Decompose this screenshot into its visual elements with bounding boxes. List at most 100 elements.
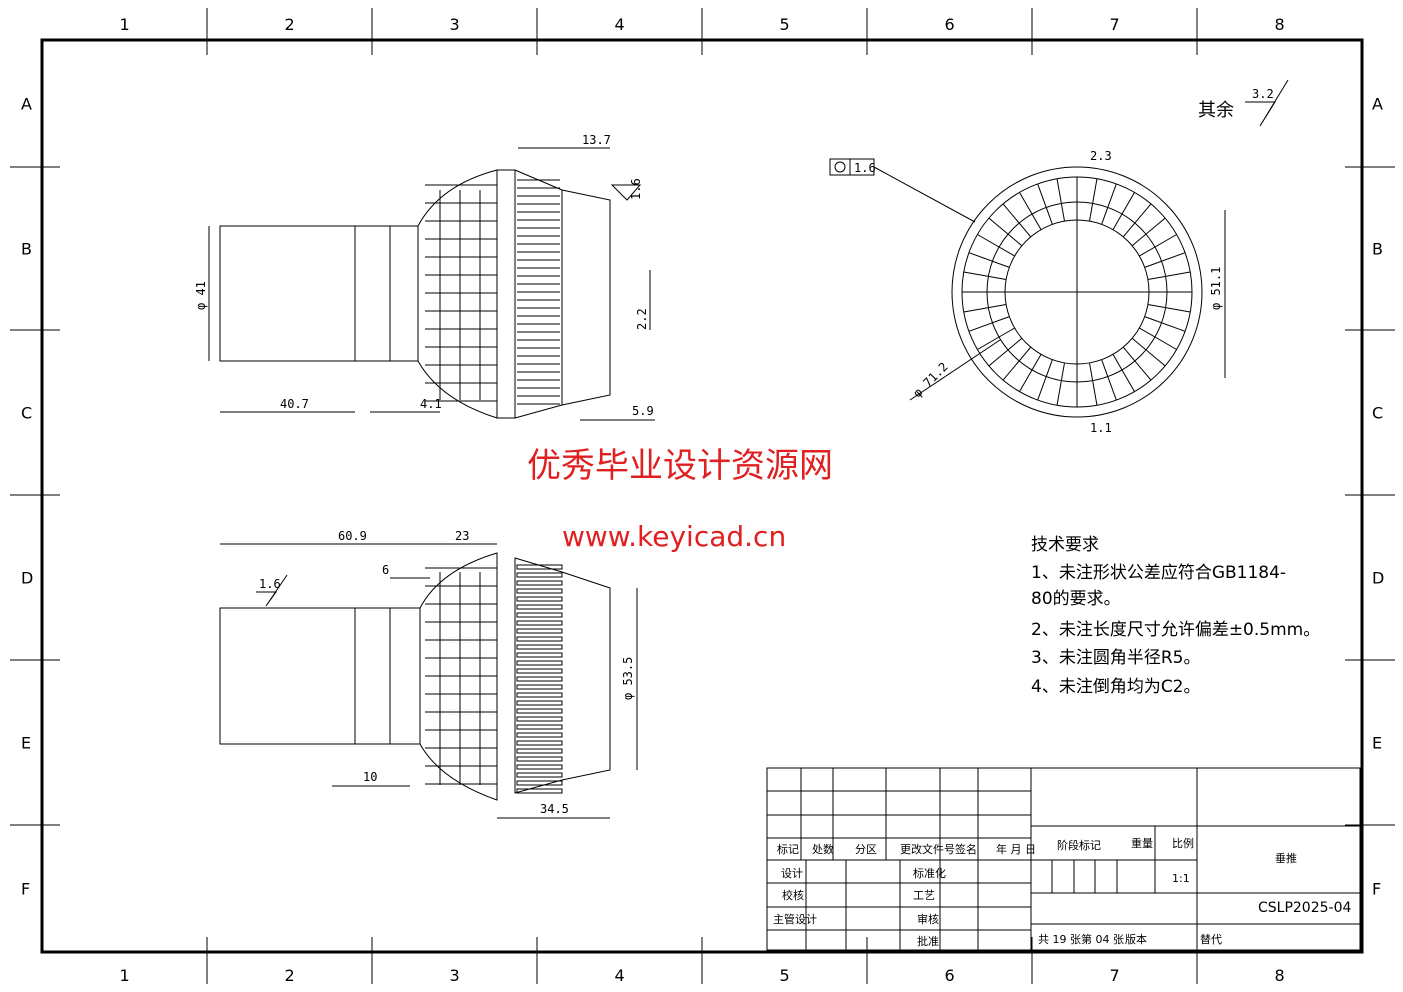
tech-req-title: 技术要求 xyxy=(1031,535,1099,555)
end-view: 1.6 2.3 φ 51.1 φ 71.2 1.1 xyxy=(829,149,1226,435)
stripe-slot xyxy=(516,756,563,762)
stripe-slot xyxy=(516,748,563,754)
stripe-slot xyxy=(516,612,563,618)
zone-row-label: A xyxy=(1372,95,1383,114)
tb-version: 版本 xyxy=(1125,932,1147,946)
dim-front-diameter: φ 41 xyxy=(194,281,208,310)
dim-side-len2: 23 xyxy=(455,529,469,543)
dim-front-gap: 2.2 xyxy=(635,308,649,330)
roundness-icon xyxy=(834,161,846,173)
drawing-border xyxy=(40,38,1364,954)
spoke-line xyxy=(1144,252,1186,268)
tech-req-item: 2、未注长度尺寸允许偏差±0.5mm。 xyxy=(1031,620,1320,640)
stripe-slot xyxy=(516,572,563,578)
spoke-line xyxy=(1139,327,1177,350)
zone-row-label: D xyxy=(1372,569,1384,588)
spoke-line xyxy=(1131,337,1166,367)
zone-column-label: 7 xyxy=(1110,15,1120,34)
spoke-line xyxy=(1037,359,1053,401)
watermark-title: 优秀毕业设计资源网 xyxy=(527,446,833,486)
spoke-line xyxy=(1122,203,1152,238)
zone-column-label: 2 xyxy=(285,966,295,985)
dim-side-len4: 34.5 xyxy=(540,802,569,816)
tb-drawing-number: CSLP2025-04 xyxy=(1258,900,1351,916)
spoke-line xyxy=(1019,192,1042,230)
title-block: 标记 处数 分区 更改文件号 签名 年 月 日 设计 校核 主管设计 标准化 工… xyxy=(766,767,1361,951)
zone-row-label: F xyxy=(21,880,30,899)
spoke-line xyxy=(1147,271,1191,280)
zone-column-label: 7 xyxy=(1110,966,1120,985)
stripe-slot xyxy=(516,708,563,714)
zone-row-label: F xyxy=(1372,880,1381,899)
spoke-line xyxy=(1089,178,1098,222)
zone-row-label: E xyxy=(1372,734,1382,753)
zone-row-label: C xyxy=(21,404,32,423)
tb-role: 标准化 xyxy=(913,866,946,880)
spoke-line xyxy=(977,234,1015,257)
spoke-line xyxy=(1089,362,1098,406)
zone-column-label: 4 xyxy=(615,966,625,985)
side-view: 60.9 23 6 1.6 φ 53.5 10 34.5 xyxy=(219,529,638,819)
zone-column-label: 6 xyxy=(945,966,955,985)
tb-header: 标记 xyxy=(777,842,799,856)
stripe-slot xyxy=(516,788,563,794)
dim-side-len1: 60.9 xyxy=(338,529,367,543)
dim-roundness: 1.6 xyxy=(854,161,876,175)
dim-side-rough: 1.6 xyxy=(259,577,281,591)
spoke-line xyxy=(1002,203,1032,238)
spoke-line xyxy=(963,271,1007,280)
zone-column-label: 8 xyxy=(1275,966,1285,985)
stripe-slot xyxy=(516,636,563,642)
spoke-line xyxy=(988,337,1023,367)
zone-column-label: 4 xyxy=(615,15,625,34)
zone-column-label: 6 xyxy=(945,15,955,34)
stripe-slot xyxy=(516,772,563,778)
spoke-line xyxy=(1056,362,1065,406)
roughness-value: 3.2 xyxy=(1252,87,1274,101)
stripe-slot xyxy=(516,564,563,570)
spoke-line xyxy=(1139,234,1177,257)
dim-side-diameter: φ 53.5 xyxy=(621,657,635,700)
stripe-slot xyxy=(516,700,563,706)
zone-row-label: B xyxy=(21,240,32,259)
stripe-slot xyxy=(516,644,563,650)
tb-role: 校核 xyxy=(782,888,804,902)
stripe-slot xyxy=(516,780,563,786)
spoke-line xyxy=(1056,178,1065,222)
spoke-line xyxy=(968,316,1010,332)
technical-requirements: 技术要求 1、未注形状公差应符合GB1184- 80的要求。 2、未注长度尺寸允… xyxy=(1031,535,1320,697)
zone-row-label: E xyxy=(21,734,31,753)
spoke-line xyxy=(1002,346,1032,381)
spoke-line xyxy=(988,217,1023,247)
dim-front-rough: 1.6 xyxy=(629,178,643,200)
watermark-url: www.keyicad.cn xyxy=(562,520,786,553)
dim-front-len2: 4.1 xyxy=(420,397,442,411)
stripe-slot xyxy=(516,676,563,682)
stripe-slot xyxy=(516,724,563,730)
front-view: φ 41 40.7 4.1 13.7 1.6 2.2 5.9 xyxy=(194,133,655,421)
zone-column-label: 1 xyxy=(120,966,130,985)
tb-stage-mark: 阶段标记 xyxy=(1057,838,1101,852)
dim-side-len3: 10 xyxy=(363,770,377,784)
spoke-line xyxy=(1037,183,1053,225)
roughness-icon xyxy=(256,574,288,607)
spoke-line xyxy=(977,327,1015,350)
stripe-slot xyxy=(516,580,563,586)
tb-role: 审核 xyxy=(917,912,939,926)
stripe-slot xyxy=(516,716,563,722)
zone-column-label: 3 xyxy=(450,15,460,34)
zone-column-label: 5 xyxy=(780,966,790,985)
tb-header: 分区 xyxy=(855,843,877,856)
stripe-slot xyxy=(516,684,563,690)
zone-row-label: B xyxy=(1372,240,1383,259)
dim-front-len1: 40.7 xyxy=(280,397,309,411)
tb-part-name: 垂推 xyxy=(1275,851,1297,865)
spoke-line xyxy=(968,252,1010,268)
spoke-line xyxy=(1101,183,1117,225)
stripe-slot xyxy=(516,660,563,666)
spoke-line xyxy=(1131,217,1166,247)
spoke-line xyxy=(1101,359,1117,401)
tech-req-item: 4、未注倒角均为C2。 xyxy=(1031,677,1201,697)
